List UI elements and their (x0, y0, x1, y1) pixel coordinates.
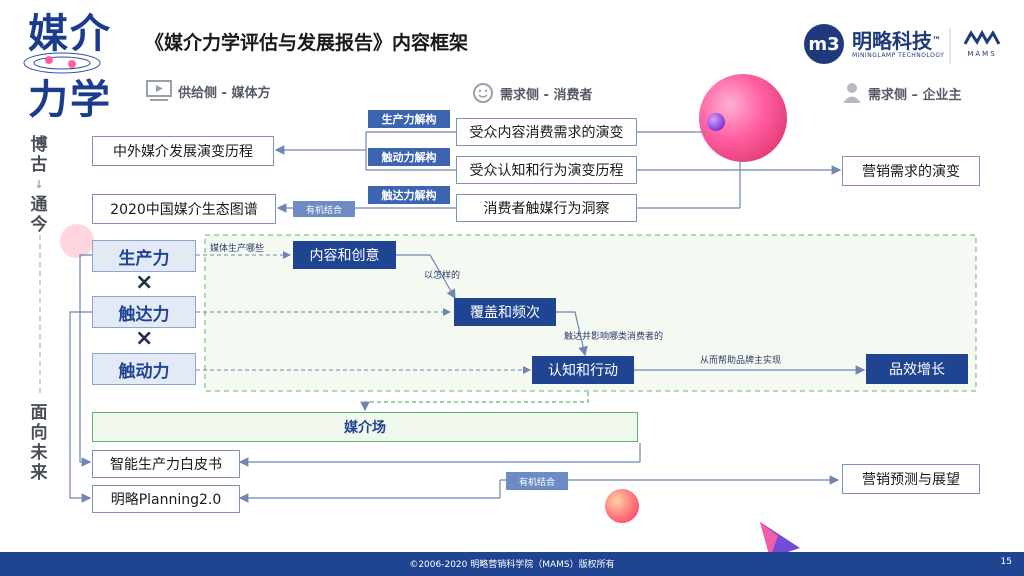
page-number: 15 (1000, 557, 1012, 567)
advertiser-side-label: 需求侧 – 企业主 (868, 87, 962, 103)
pink-orb-left (60, 224, 94, 258)
drive-force: 触动力 (92, 353, 196, 385)
media-field-box: 媒介场 (92, 412, 638, 442)
logo-line-1: 媒介 (28, 11, 112, 57)
media-ecosystem-2020-box: 2020中国媒介生态图谱 (92, 194, 276, 224)
pink-orb-large (699, 74, 787, 162)
side-label-future: 面向未来 (30, 403, 48, 483)
pink-orb-small (605, 489, 639, 523)
whitepaper-box: 智能生产力白皮书 (92, 450, 240, 478)
user-icon (843, 83, 861, 103)
content-creative-box: 内容和创意 (293, 241, 396, 269)
company-name: 明略科技 (852, 28, 932, 53)
cognition-action-box: 认知和行动 (532, 356, 634, 384)
multiply-sign-1: × (135, 270, 154, 295)
mams-brand: MAMS (962, 29, 1002, 58)
company-logo-icon: m3 (804, 24, 844, 64)
play-icon (146, 80, 172, 101)
logo-line-2: 力学 (28, 77, 112, 123)
label-help-brand: 从而帮助品牌主实现 (700, 356, 782, 366)
supply-side-header: 供给侧 - 媒体方 (146, 80, 270, 102)
mams-label: MAMS (967, 50, 997, 58)
organic-combine-tag-1: 有机结合 (293, 201, 355, 217)
trademark: ™ (932, 35, 941, 46)
media-touch-box: 消费者触媒行为洞察 (456, 194, 637, 222)
company-subtitle: MININGLAMP TECHNOLOGY (852, 51, 945, 59)
planning-box: 明略Planning2.0 (92, 485, 240, 513)
content-demand-box: 受众内容消费需求的演变 (456, 118, 637, 146)
productivity-decode-tag: 生产力解构 (368, 110, 450, 128)
supply-side-label: 供给侧 - 媒体方 (178, 85, 271, 101)
side-label-past-present: 博古 ↓ 通今 (30, 135, 48, 235)
media-history-box: 中外媒介发展演变历程 (92, 136, 274, 166)
purple-orb (707, 113, 725, 131)
consumer-side-label: 需求侧 - 消费者 (500, 87, 593, 103)
multiply-sign-2: × (135, 326, 154, 351)
reach-decode-tag: 触达力解构 (368, 186, 450, 204)
consumer-side-header: 需求侧 - 消费者 (472, 82, 592, 104)
smiley-icon (473, 83, 493, 103)
label-reach-influence: 触达并影响哪类消费者的 (564, 332, 664, 342)
label-media-produce: 媒体生产哪些 (210, 244, 265, 254)
advertiser-side-header: 需求侧 – 企业主 (842, 82, 962, 104)
mams-logo-icon (963, 29, 1001, 45)
brand-effect-growth-box: 品效增长 (866, 354, 968, 384)
organic-combine-tag-2: 有机结合 (506, 472, 568, 490)
marketing-forecast-box: 营销预测与展望 (842, 464, 980, 494)
copyright-text: ©2006-2020 明略营销科学院（MAMS）版权所有 (409, 560, 615, 570)
productivity-force: 生产力 (92, 240, 196, 272)
company-brand: m3 明略科技™ MININGLAMP TECHNOLOGY (804, 24, 944, 64)
footer-bar: ©2006-2020 明略营销科学院（MAMS）版权所有 15 (0, 552, 1024, 576)
label-how: 以怎样的 (424, 271, 461, 281)
page-title: 《媒介力学评估与发展报告》内容框架 (145, 32, 469, 54)
coverage-frequency-box: 覆盖和频次 (454, 298, 556, 326)
marketing-demand-box: 营销需求的演变 (842, 156, 980, 186)
reach-force: 触达力 (92, 296, 196, 328)
cognition-behavior-box: 受众认知和行为演变历程 (456, 156, 637, 184)
media-dynamics-logo: 媒介 力学 (28, 12, 124, 122)
drive-decode-tag: 触动力解构 (368, 148, 450, 166)
